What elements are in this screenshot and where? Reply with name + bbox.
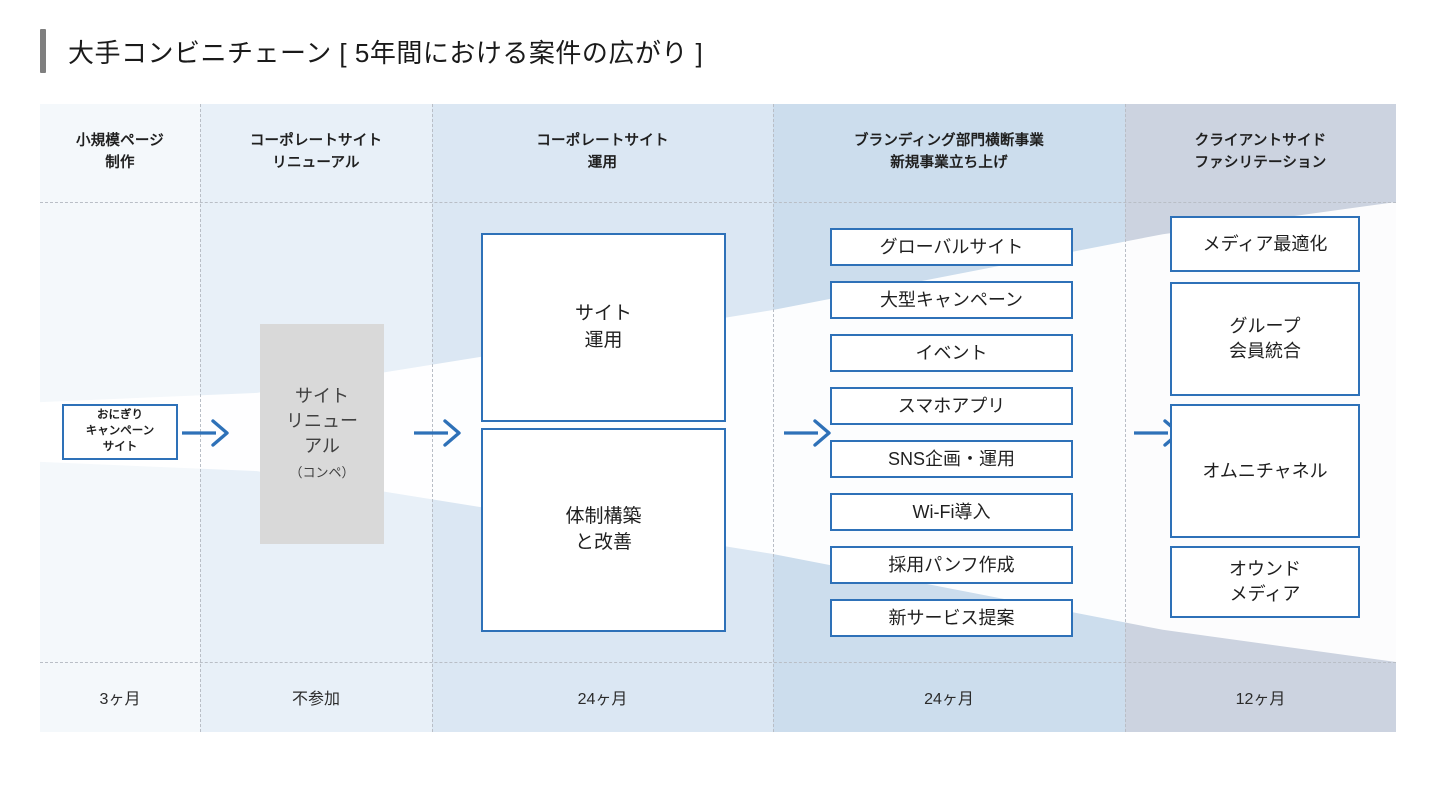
column-duration-5: 12ヶ月 bbox=[1125, 662, 1396, 732]
node-group-member-integration-line2: 会員統合 bbox=[1229, 341, 1301, 361]
node-wifi-deployment[interactable]: Wi-Fi導入 bbox=[830, 493, 1073, 531]
column-divider-1 bbox=[200, 104, 201, 732]
column-header-1: 小規模ページ 制作 bbox=[40, 104, 200, 202]
node-structure-improvement[interactable]: 体制構築 と改善 bbox=[481, 428, 726, 632]
node-large-campaign-label: 大型キャンペーン bbox=[879, 289, 1024, 310]
column-duration-5-label: 12ヶ月 bbox=[1235, 691, 1286, 708]
node-sns-planning-label: SNS企画・運用 bbox=[887, 448, 1015, 469]
node-site-renewal-line3: アル bbox=[304, 436, 340, 456]
node-onigiri-campaign-site-line2: キャンペーン bbox=[85, 425, 155, 438]
node-group-member-integration-line1: グループ bbox=[1229, 316, 1301, 337]
column-header-3-line1: コーポレートサイト bbox=[536, 133, 669, 150]
node-site-renewal-compe[interactable]: サイト リニュー アル （コンペ） bbox=[260, 324, 384, 544]
column-duration-4-label: 24ヶ月 bbox=[924, 691, 974, 708]
footer-divider bbox=[40, 662, 1396, 663]
node-smartphone-app-label: スマホアプリ bbox=[897, 395, 1006, 416]
arrow-1-icon bbox=[182, 419, 229, 447]
node-site-renewal-line4: （コンペ） bbox=[289, 464, 355, 480]
node-omnichannel[interactable]: オムニチャネル bbox=[1170, 404, 1360, 538]
column-header-2-line2: リニューアル bbox=[272, 155, 360, 171]
node-owned-media-line1: オウンド bbox=[1229, 559, 1301, 580]
node-global-site-label: グローバルサイト bbox=[879, 236, 1024, 257]
node-onigiri-campaign-site[interactable]: おにぎり キャンペーン サイト bbox=[62, 404, 178, 460]
node-new-service-proposal[interactable]: 新サービス提案 bbox=[830, 599, 1073, 637]
column-header-4-line1: ブランディング部門横断事業 bbox=[853, 133, 1045, 150]
node-owned-media[interactable]: オウンド メディア bbox=[1170, 546, 1360, 618]
column-header-5: クライアントサイド ファシリテーション bbox=[1125, 104, 1396, 202]
title-accent-bar bbox=[40, 29, 46, 73]
node-group-member-integration[interactable]: グループ 会員統合 bbox=[1170, 282, 1360, 396]
node-structure-improvement-line2: と改善 bbox=[574, 532, 632, 553]
column-divider-4 bbox=[1125, 104, 1126, 732]
node-structure-improvement-line1: 体制構築 bbox=[565, 505, 642, 527]
page-title-row: 大手コンビニチェーン [ 5年間における案件の広がり ] bbox=[40, 26, 703, 76]
node-site-operation-line1: サイト bbox=[574, 303, 632, 325]
node-onigiri-campaign-site-line3: サイト bbox=[102, 440, 138, 453]
node-wifi-deployment-label: Wi-Fi導入 bbox=[912, 501, 991, 522]
node-new-service-proposal-label: 新サービス提案 bbox=[888, 607, 1015, 628]
column-duration-1-label: 3ヶ月 bbox=[99, 691, 141, 708]
column-header-5-line2: ファシリテーション bbox=[1194, 155, 1327, 171]
column-header-4-line2: 新規事業立ち上げ bbox=[890, 155, 1008, 171]
column-header-2-line1: コーポレートサイト bbox=[249, 133, 383, 150]
node-onigiri-campaign-site-line1: おにぎり bbox=[97, 409, 143, 422]
column-header-1-line1: 小規模ページ bbox=[76, 133, 164, 150]
column-duration-3-label: 24ヶ月 bbox=[577, 691, 628, 708]
node-media-optimization[interactable]: メディア最適化 bbox=[1170, 216, 1360, 272]
header-divider bbox=[40, 202, 1396, 203]
node-site-operation[interactable]: サイト 運用 bbox=[481, 233, 726, 422]
column-header-1-line2: 制作 bbox=[105, 155, 135, 171]
node-site-renewal-line1: サイト bbox=[295, 386, 349, 407]
column-divider-3 bbox=[773, 104, 774, 732]
node-site-renewal-line2: リニュー bbox=[286, 411, 358, 432]
arrow-2-icon bbox=[414, 419, 461, 447]
node-smartphone-app[interactable]: スマホアプリ bbox=[830, 387, 1073, 425]
column-header-4: ブランディング部門横断事業 新規事業立ち上げ bbox=[773, 104, 1125, 202]
node-omnichannel-label: オムニチャネル bbox=[1202, 460, 1328, 481]
page-title: 大手コンビニチェーン [ 5年間における案件の広がり ] bbox=[68, 37, 704, 68]
node-event-label: イベント bbox=[915, 342, 988, 363]
diagram-board: 小規模ページ 制作 コーポレートサイト リニューアル コーポレートサイト 運用 … bbox=[40, 104, 1396, 732]
column-duration-2-label: 不参加 bbox=[291, 691, 340, 708]
node-media-optimization-label: メディア最適化 bbox=[1202, 233, 1328, 254]
column-header-3: コーポレートサイト 運用 bbox=[432, 104, 773, 202]
column-duration-4: 24ヶ月 bbox=[773, 662, 1125, 732]
arrow-3-icon bbox=[784, 419, 831, 447]
column-duration-1: 3ヶ月 bbox=[40, 662, 200, 732]
column-header-5-line1: クライアントサイド bbox=[1194, 133, 1327, 150]
column-duration-2: 不参加 bbox=[200, 662, 432, 732]
node-owned-media-line2: メディア bbox=[1229, 584, 1301, 604]
node-sns-planning[interactable]: SNS企画・運用 bbox=[830, 440, 1073, 478]
column-divider-2 bbox=[432, 104, 433, 732]
column-header-3-line2: 運用 bbox=[587, 155, 618, 171]
column-header-2: コーポレートサイト リニューアル bbox=[200, 104, 432, 202]
node-event[interactable]: イベント bbox=[830, 334, 1073, 372]
node-global-site[interactable]: グローバルサイト bbox=[830, 228, 1073, 266]
node-recruit-pamphlet-label: 採用パンフ作成 bbox=[888, 554, 1015, 575]
node-site-operation-line2: 運用 bbox=[584, 329, 623, 351]
node-recruit-pamphlet[interactable]: 採用パンフ作成 bbox=[830, 546, 1073, 584]
node-large-campaign[interactable]: 大型キャンペーン bbox=[830, 281, 1073, 319]
column-duration-3: 24ヶ月 bbox=[432, 662, 773, 732]
